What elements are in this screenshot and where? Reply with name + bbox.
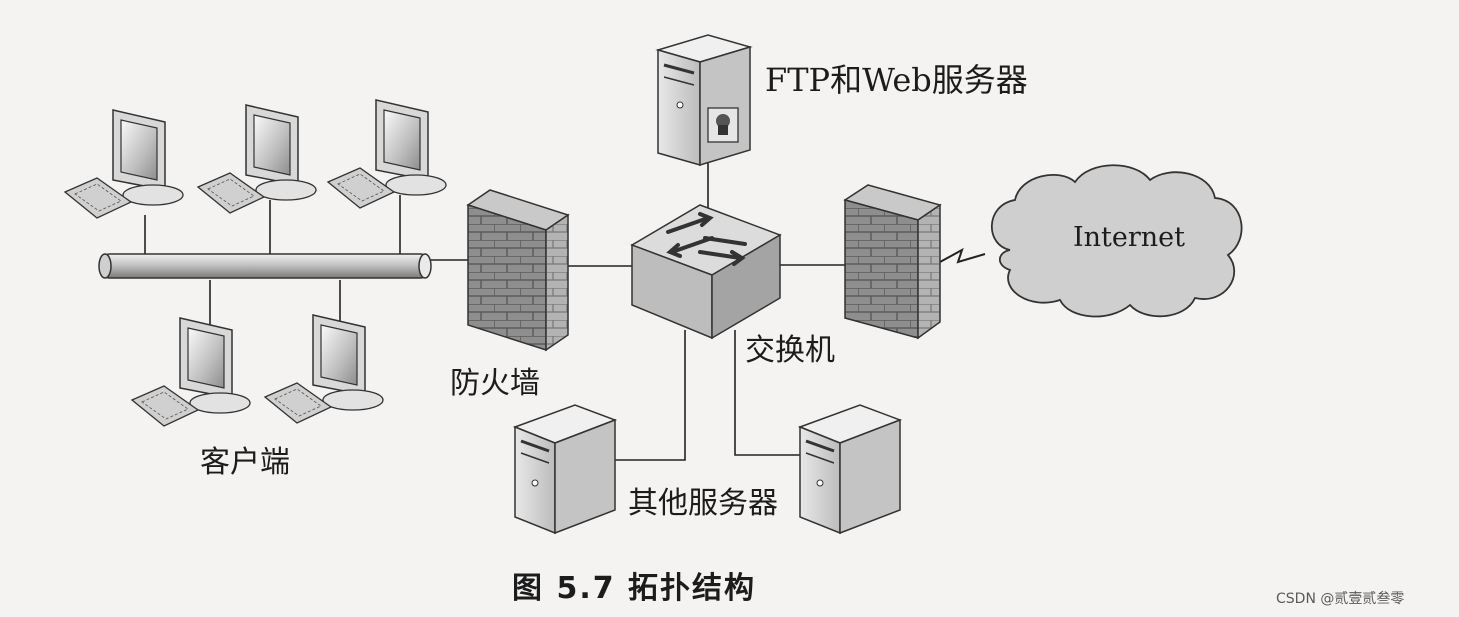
client-computer — [63, 109, 184, 219]
csdn-watermark: CSDN @贰壹贰叁零 — [1276, 591, 1405, 607]
clients-label: 客户端 — [200, 445, 290, 480]
figure-caption: 图 5.7 拓扑结构 — [512, 571, 757, 606]
other-server-icon — [512, 404, 618, 535]
ftp-web-server-label: FTP和Web服务器 — [765, 61, 1028, 99]
other-server-icon — [797, 404, 903, 535]
other-servers-label: 其他服务器 — [628, 486, 778, 521]
firewall-icon — [843, 184, 942, 340]
switch-label: 交换机 — [745, 333, 835, 368]
lan-bus — [98, 253, 432, 279]
internet-label: Internet — [1073, 222, 1186, 253]
firewall-icon — [466, 189, 570, 352]
client-computer — [196, 104, 317, 214]
ftp-web-server-icon — [655, 34, 753, 167]
switch-icon — [630, 204, 782, 340]
client-computer — [326, 99, 447, 209]
internet-cloud-icon — [990, 164, 1243, 318]
client-computer — [130, 317, 251, 427]
firewall-label: 防火墙 — [450, 366, 540, 401]
client-computer — [263, 314, 384, 424]
